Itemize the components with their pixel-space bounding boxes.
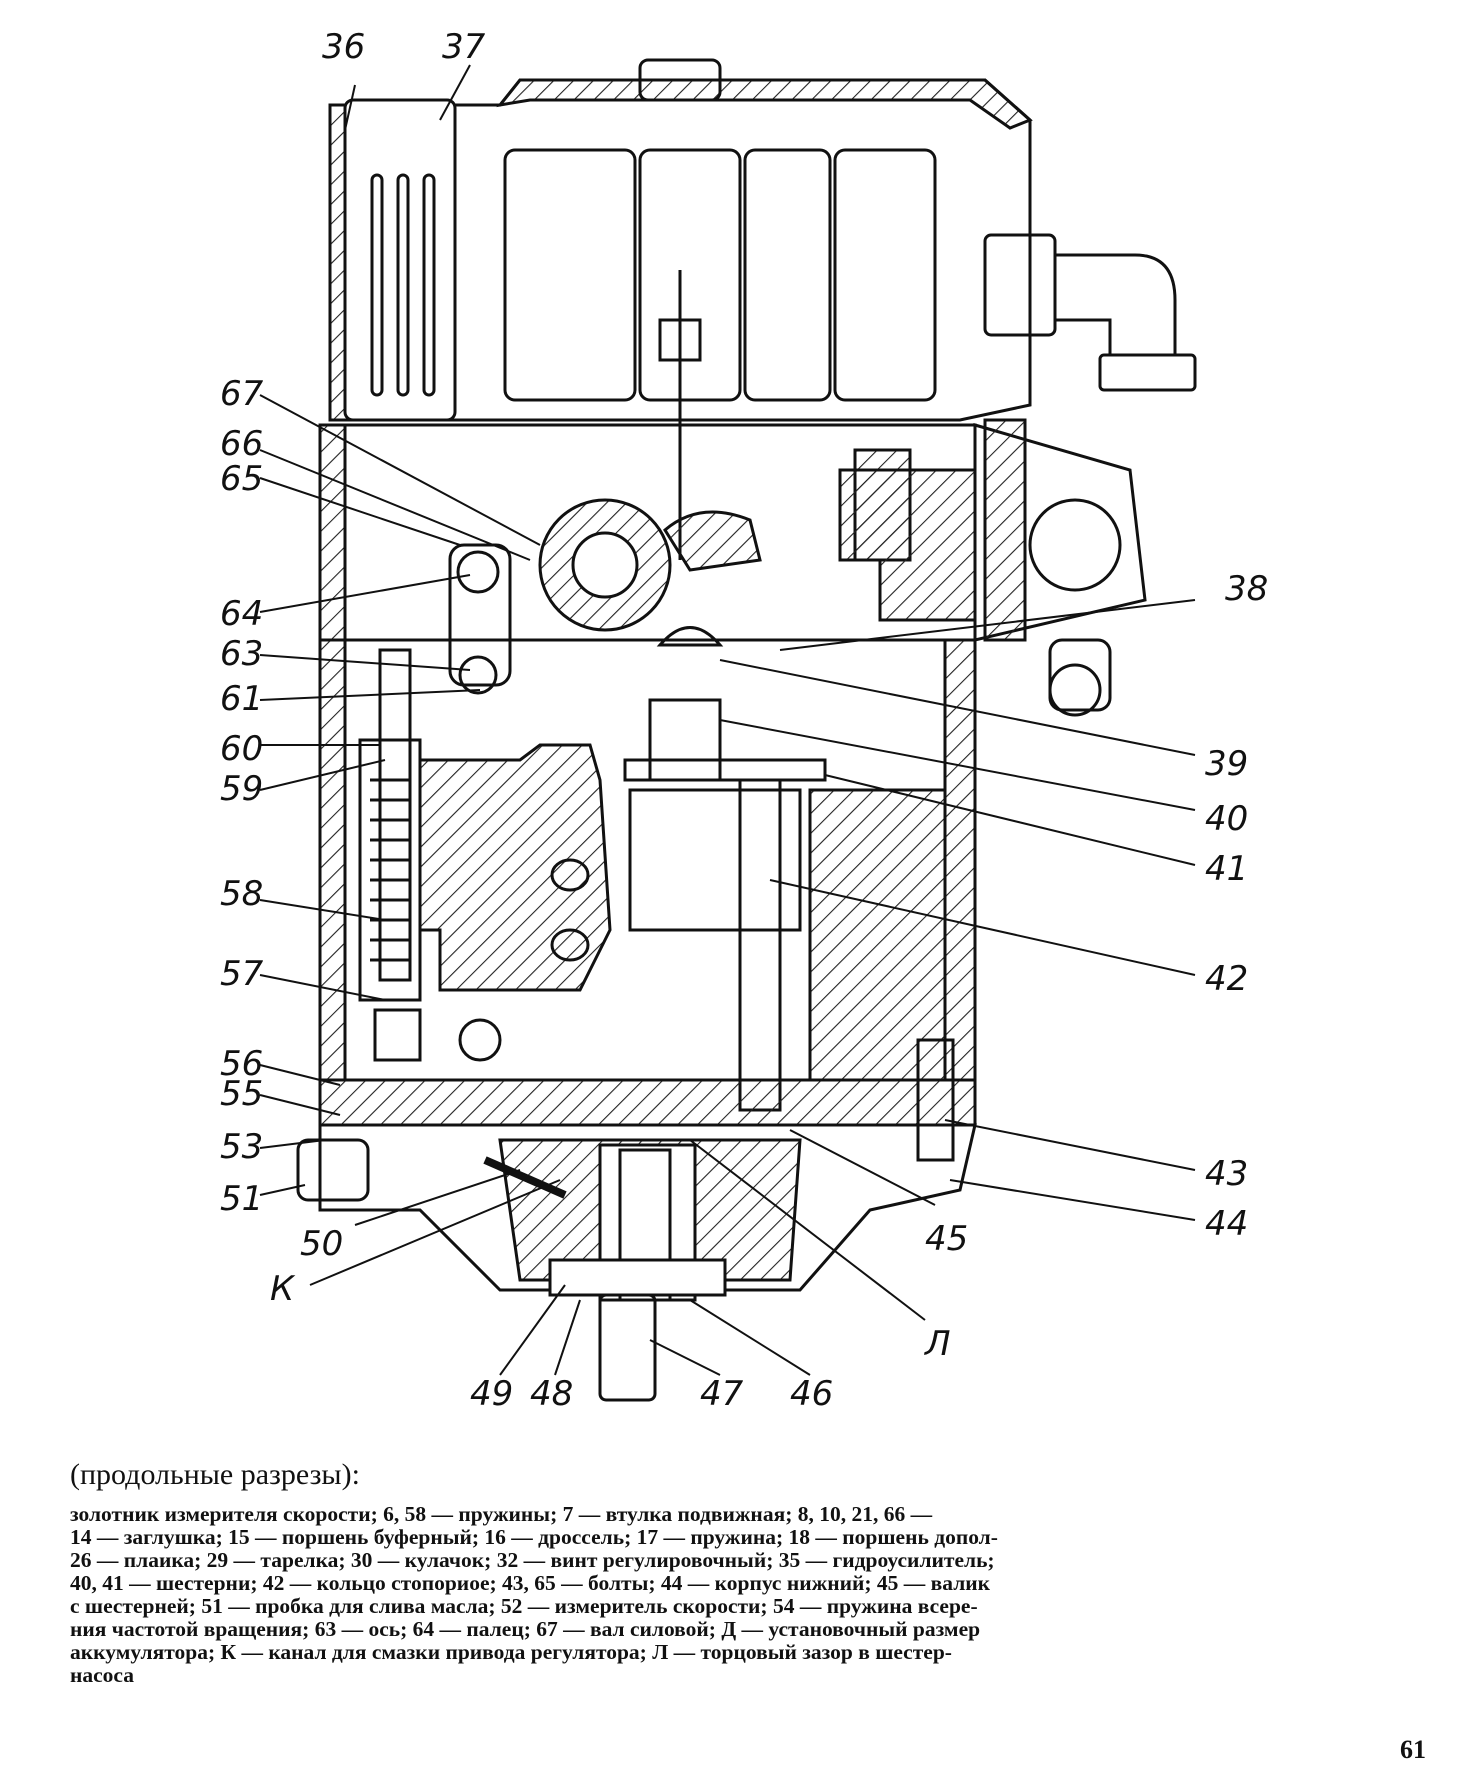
accumulator-cylinder [638,148,742,402]
callout-label: 40 [1205,799,1248,839]
caption-line: 40, 41 — шестерни; 42 — кольцо стопориое… [70,1572,991,1595]
callout-label: 41 [1205,849,1248,889]
base-plate [318,1078,977,1127]
callout-label: 49 [470,1374,513,1414]
callout-label: 60 [220,729,263,769]
accumulator-cylinder [743,148,832,402]
caption-line: 14 — заглушка; 15 — поршень буферный; 16… [70,1526,998,1549]
callout-label: 67 [220,374,264,414]
callout-label: 36 [322,27,365,67]
caption-heading: (продольные разрезы): [70,1458,360,1491]
caption-line: ния частотой вращения; 63 — ось; 64 — па… [70,1618,981,1641]
callout-label: 61 [220,679,263,719]
callout-label: 43 [1205,1154,1248,1194]
callout-label: Л [923,1324,951,1364]
callout-label: 55 [220,1074,263,1114]
callout-label: 47 [700,1374,744,1414]
callout-label: 65 [220,459,263,499]
callout-label: 48 [530,1374,573,1414]
callout-label: К [270,1269,296,1309]
caption-line: насоса [70,1664,134,1687]
callout-label: 63 [220,634,263,674]
callout-label: 59 [220,769,263,809]
governor-cross-section-drawing: 36 37 67 66 65 64 63 61 60 59 58 57 56 5… [220,27,1268,1414]
cover-top-hatch [496,78,1033,130]
caption-line: с шестерней; 51 — пробка для слива масла… [70,1595,978,1618]
connector [983,233,1057,337]
callout-label: 64 [220,594,263,634]
callout-label: 66 [220,424,263,464]
page-number: 61 [1400,1735,1426,1764]
callout-label: 53 [220,1127,263,1167]
filter-36 [343,98,457,422]
accumulator-cylinder [503,148,637,402]
callout-label: 57 [220,954,264,994]
callout-label: 45 [925,1219,968,1259]
caption-line: 26 — плаика; 29 — тарелка; 30 — кулачок;… [70,1549,995,1572]
pump-housing [318,1123,977,1292]
callout-label: 38 [1225,569,1268,609]
callout-label: 42 [1205,959,1248,999]
callout-label: 50 [300,1224,343,1264]
accumulator-cylinder [833,148,937,402]
callout-label: 56 [220,1044,263,1084]
callout-label: 51 [220,1179,263,1219]
callout-label: 58 [220,874,263,914]
caption-legend: золотник измерителя скорости; 6, 58 — пр… [70,1503,1450,1687]
callout-label: 39 [1205,744,1248,784]
caption-line: золотник измерителя скорости; 6, 58 — пр… [70,1503,933,1526]
callout-label: 37 [442,27,486,67]
caption-line: аккумулятора; К — канал для смазки приво… [70,1641,952,1664]
callout-label: 44 [1205,1204,1248,1244]
callout-label: 46 [790,1374,833,1414]
